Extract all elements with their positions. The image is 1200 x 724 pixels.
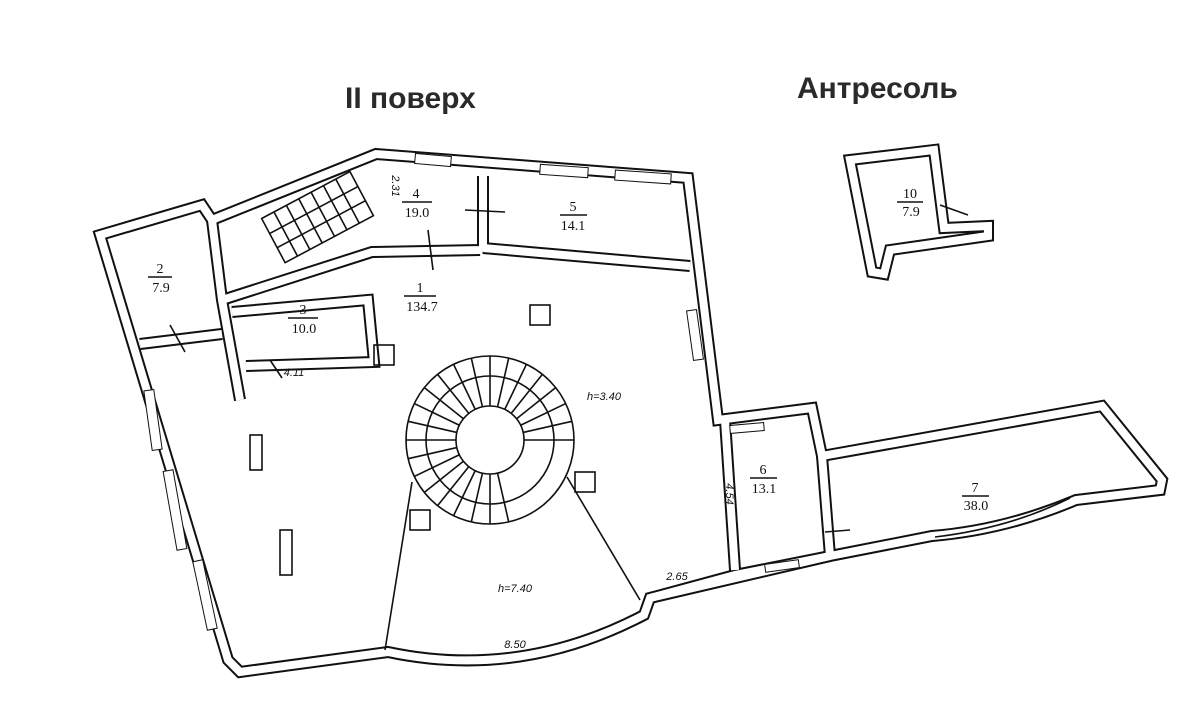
svg-text:7.9: 7.9	[152, 281, 170, 296]
stair-tread	[470, 472, 484, 523]
room-5: 514.1	[560, 200, 587, 234]
svg-text:10.0: 10.0	[292, 322, 317, 337]
stair-tread	[413, 402, 460, 426]
svg-text:1: 1	[417, 281, 424, 296]
room-1: 1 134.7	[404, 281, 438, 315]
svg-text:2: 2	[157, 262, 164, 277]
stair-tread	[423, 387, 464, 420]
svg-text:2.65: 2.65	[665, 571, 688, 583]
stair-tread	[452, 470, 476, 517]
room-7: 738.0	[962, 481, 989, 514]
svg-text:38.0: 38.0	[964, 499, 989, 514]
svg-text:14.1: 14.1	[561, 219, 586, 234]
dimension-labels: 2.31 4.11 h=3.40 h=7.40 8.50 2.65 4.54	[284, 174, 735, 651]
stair-tread	[452, 363, 476, 410]
stair-tread	[504, 363, 528, 410]
stair-tread	[423, 460, 464, 493]
room-6: 613.1	[750, 463, 777, 497]
svg-text:5: 5	[570, 200, 577, 215]
svg-text:8.50: 8.50	[504, 639, 526, 651]
svg-text:10: 10	[903, 187, 917, 202]
room-2: 27.9	[148, 262, 172, 296]
stair-tread	[407, 446, 458, 460]
svg-text:4.11: 4.11	[284, 367, 305, 379]
stair-tread	[496, 357, 510, 408]
svg-text:3: 3	[300, 303, 307, 318]
svg-text:2.31: 2.31	[389, 174, 401, 196]
svg-text:19.0: 19.0	[405, 206, 430, 221]
stair-tread	[520, 402, 567, 426]
room-4: 419.0	[402, 187, 432, 221]
windows	[143, 152, 800, 631]
walls	[92, 143, 1169, 679]
stair-tread	[516, 387, 557, 420]
room-10: 107.9	[897, 187, 923, 220]
svg-text:13.1: 13.1	[752, 482, 777, 497]
room-3: 310.0	[288, 303, 318, 337]
doors	[169, 204, 969, 533]
svg-text:6: 6	[760, 463, 767, 478]
columns	[249, 304, 596, 576]
svg-text:134.7: 134.7	[406, 300, 438, 315]
spiral-staircase	[384, 355, 1071, 651]
stair-tread	[510, 373, 543, 414]
straight-staircase	[260, 170, 375, 264]
stair-tread	[522, 420, 573, 434]
stair-tread	[413, 454, 460, 478]
svg-text:4: 4	[413, 187, 420, 202]
svg-text:h=7.40: h=7.40	[498, 583, 533, 595]
stair-tread	[407, 420, 458, 434]
svg-text:7.9: 7.9	[902, 205, 920, 220]
svg-text:4.54: 4.54	[723, 483, 735, 504]
stair-tread	[437, 466, 470, 507]
stair-tread	[437, 373, 470, 414]
stair-tread	[470, 357, 484, 408]
svg-text:7: 7	[972, 481, 979, 496]
svg-text:h=3.40: h=3.40	[587, 391, 622, 403]
mezzanine-title: Антресоль	[797, 72, 958, 105]
floor-title: II поверх	[345, 82, 476, 115]
stair-tread	[496, 472, 510, 523]
